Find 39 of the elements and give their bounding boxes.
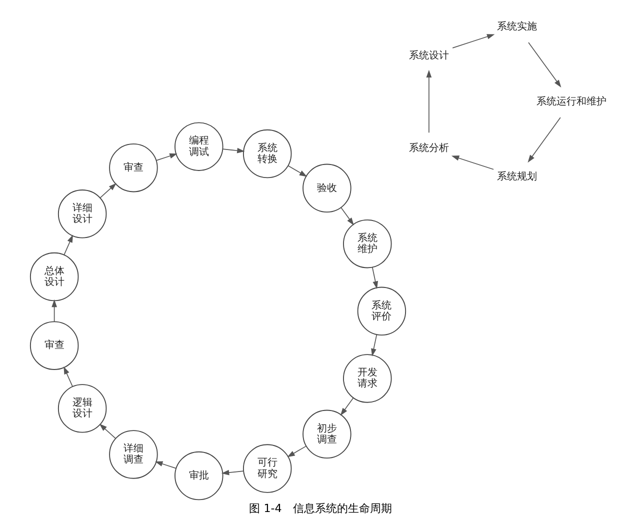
node-circle: 审查 xyxy=(29,321,78,370)
arrow xyxy=(340,207,354,226)
arrow xyxy=(63,234,72,256)
node-text: 系统分析 xyxy=(408,142,448,154)
node-circle: 审批 xyxy=(174,451,223,500)
arrow xyxy=(220,470,244,476)
node-circle: 详细调查 xyxy=(108,430,158,479)
arrow xyxy=(286,446,306,458)
arrow xyxy=(527,117,560,163)
node-circle: 总体设计 xyxy=(29,252,78,302)
node-circle: 编程调试 xyxy=(174,122,223,171)
arrow xyxy=(340,398,354,416)
arrow xyxy=(287,165,307,177)
node-circle: 可行研究 xyxy=(242,444,292,493)
arrow xyxy=(222,148,244,154)
node-circle: 系统维护 xyxy=(342,219,392,268)
arrow xyxy=(426,70,432,134)
arrow xyxy=(51,299,57,322)
node-circle: 详细设计 xyxy=(57,190,106,238)
node-circle: 系统评价 xyxy=(356,286,406,336)
node-text: 系统实施 xyxy=(496,20,537,33)
node-text: 系统规划 xyxy=(496,170,537,183)
arrow xyxy=(99,183,116,198)
arrow xyxy=(528,42,561,88)
arrow xyxy=(98,424,116,439)
node-text: 系统设计 xyxy=(408,49,448,62)
arrow xyxy=(63,366,72,387)
arrow xyxy=(154,461,176,469)
arrow xyxy=(450,156,494,170)
node-circle: 开发请求 xyxy=(342,354,392,403)
arrow xyxy=(452,34,494,48)
node-text: 系统运行和维护 xyxy=(536,96,606,108)
node-circle: 验收 xyxy=(302,164,351,213)
arrow xyxy=(371,266,378,289)
arrow xyxy=(155,153,177,161)
node-circle: 系统转换 xyxy=(242,129,292,178)
node-circle: 初步调查 xyxy=(302,410,351,459)
arrow xyxy=(370,334,377,356)
caption: 图 1-4 信息系统的生命周期 xyxy=(248,502,392,515)
